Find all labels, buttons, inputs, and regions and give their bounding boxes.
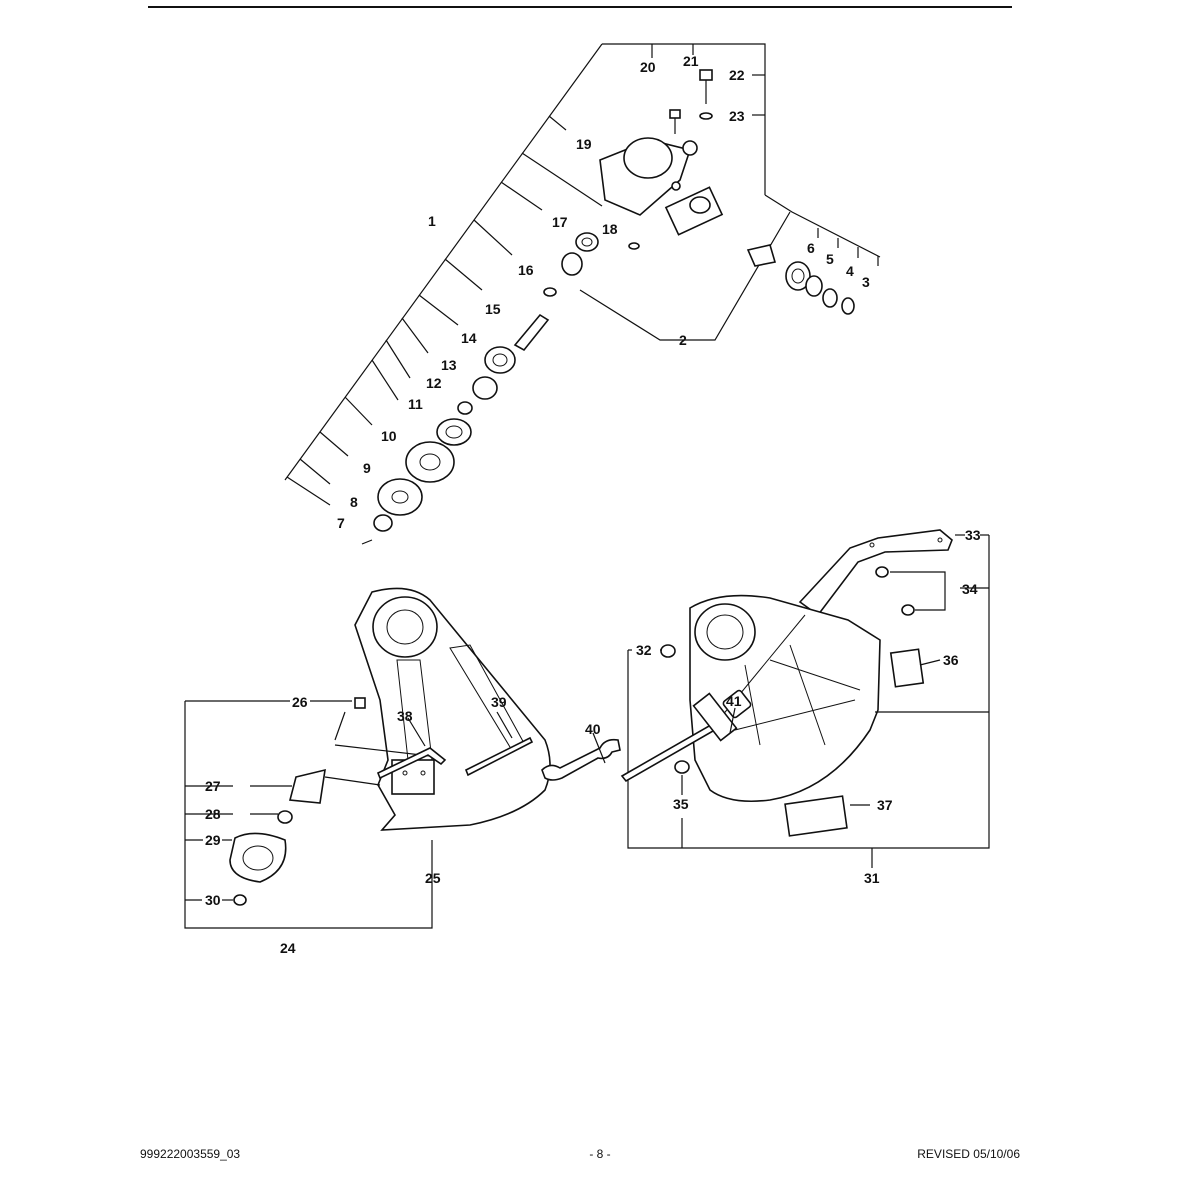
blade-guard-assembly: 31 32 33 34 35 36 37 [627, 527, 990, 886]
callout-13: 13 [441, 357, 457, 373]
callout-35: 35 [673, 796, 689, 812]
callout-1: 1 [428, 213, 436, 229]
callout-30: 30 [205, 892, 221, 908]
callout-6: 6 [807, 240, 815, 256]
callout-3: 3 [862, 274, 870, 290]
callout-25: 25 [425, 870, 441, 886]
tool-kit: 38 39 40 41 [376, 689, 752, 783]
gear-housing-part [599, 137, 724, 236]
callout-40: 40 [585, 721, 601, 737]
callout-4: 4 [846, 263, 854, 279]
callout-9: 9 [363, 460, 371, 476]
callout-11: 11 [408, 396, 423, 412]
callout-22: 22 [729, 67, 745, 83]
callout-33: 33 [965, 527, 981, 543]
callout-19: 19 [576, 136, 592, 152]
callout-41: 41 [726, 693, 742, 709]
callout-24: 24 [280, 940, 296, 956]
screw-part [669, 69, 713, 156]
callout-17: 17 [552, 214, 568, 230]
callout-8: 8 [350, 494, 358, 510]
callout-7: 7 [337, 515, 345, 531]
document-number: 999222003559_03 [140, 1147, 241, 1161]
callout-18: 18 [602, 221, 618, 237]
callout-5: 5 [826, 251, 834, 267]
trimmer-guard-assembly: 24 25 26 27 28 29 30 [184, 587, 551, 956]
callout-12: 12 [426, 375, 442, 391]
callout-31: 31 [864, 870, 880, 886]
callout-2: 2 [679, 332, 687, 348]
callout-39: 39 [491, 694, 507, 710]
callout-16: 16 [518, 262, 534, 278]
callout-20: 20 [640, 59, 656, 75]
page-number: - 8 - [589, 1147, 611, 1161]
callout-14: 14 [461, 330, 477, 346]
callout-26: 26 [292, 694, 308, 710]
callout-36: 36 [943, 652, 959, 668]
callout-15: 15 [485, 301, 501, 317]
revision-date: REVISED 05/10/06 [917, 1147, 1020, 1161]
callout-34: 34 [962, 581, 978, 597]
callout-27: 27 [205, 778, 221, 794]
callout-29: 29 [205, 832, 221, 848]
callout-32: 32 [636, 642, 652, 658]
callout-10: 10 [381, 428, 397, 444]
gear-head-assembly: 1 2 3 4 5 6 7 8 9 10 11 12 13 14 15 16 1… [284, 43, 881, 545]
callout-37: 37 [877, 797, 893, 813]
callout-23: 23 [729, 108, 745, 124]
callout-21: 21 [683, 53, 699, 69]
callout-28: 28 [205, 806, 221, 822]
callout-38: 38 [397, 708, 413, 724]
